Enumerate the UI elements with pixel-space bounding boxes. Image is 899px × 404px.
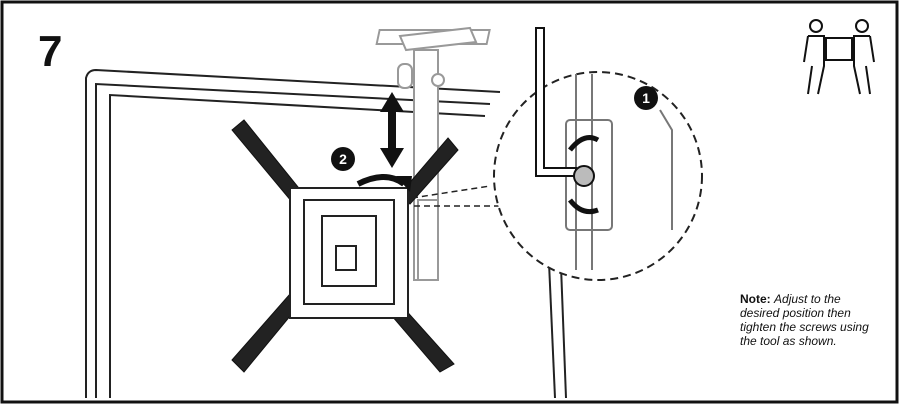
bolt-head (573, 165, 595, 187)
hex-key-icon (535, 27, 577, 177)
vertical-adjust-arrow-icon (380, 92, 404, 168)
rotate-arrow-head (396, 176, 412, 192)
note-label: Note: (740, 292, 771, 306)
step-number: 7 (38, 27, 63, 76)
zoom-detail-circle (493, 71, 703, 281)
tighten-rotation-icon (568, 135, 600, 215)
callout-two-circle (331, 147, 355, 171)
callout-one-circle (634, 86, 658, 110)
mount-plate (289, 187, 409, 319)
callout-two-label: 2 (339, 151, 347, 167)
rotate-arrow-icon (356, 174, 406, 187)
mount-arms (231, 119, 459, 373)
callout-one-label: 1 (642, 90, 650, 106)
note-block: Note: Adjust to the desired position the… (740, 292, 880, 348)
two-person-lift-icon (803, 19, 875, 95)
note-text: Adjust to the desired position then tigh… (740, 292, 869, 348)
